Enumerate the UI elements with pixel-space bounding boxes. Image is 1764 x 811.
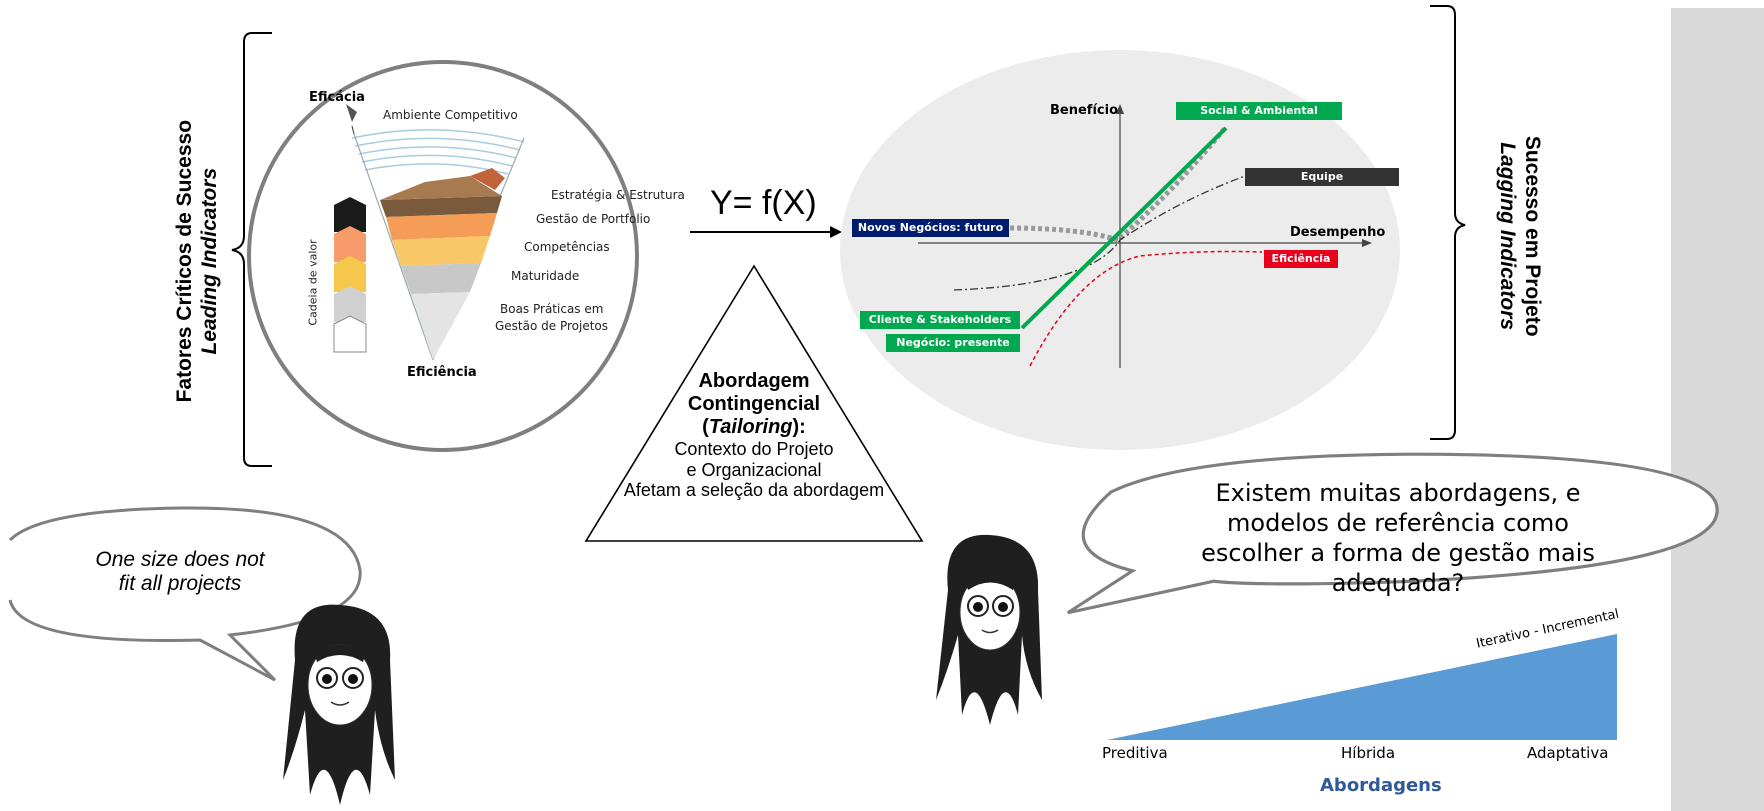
triangle-line5: e Organizacional: [686, 459, 822, 480]
tag-social: Social & Ambiental: [1176, 102, 1342, 120]
tag-novos: Novos Negócios: futuro: [852, 219, 1009, 237]
layer-label-portfolio: Gestão de Portfolio: [536, 212, 651, 226]
tag-negocio: Negócio: presente: [886, 334, 1020, 352]
triangle-line6: Afetam a seleção da abordagem: [623, 480, 885, 501]
triangle-line3: (Tailoring):: [594, 416, 914, 439]
curve-novos: [1009, 126, 1227, 243]
right-margin-strip-top: [1671, 0, 1764, 8]
left-brace: [231, 32, 272, 467]
right-bubble-line4: adequada?: [1331, 569, 1465, 597]
right-title: Sucesso em Projeto Lagging Indicators: [1495, 71, 1545, 401]
tag-equipe: Equipe: [1245, 168, 1399, 186]
triangle-line3-close: ):: [792, 416, 806, 438]
right-brace: [1430, 5, 1466, 440]
layer-strategy: [380, 196, 502, 217]
triangle-line1: Abordagem: [698, 370, 810, 392]
curve-eficiencia: [1029, 250, 1263, 367]
category-preditiva: Preditiva: [1102, 744, 1168, 762]
line-cliente: [1020, 126, 1228, 330]
cone-top-label: Eficácia: [309, 90, 365, 105]
category-adaptativa: Adaptativa: [1527, 744, 1609, 762]
y-axis-label: Benefício: [1050, 103, 1119, 118]
environment-label: Ambiente Competitivo: [383, 108, 518, 122]
tag-eficiencia: Eficiência: [1264, 250, 1338, 268]
cone-layers: [380, 168, 505, 360]
right-bubble-text: Existem muitas abordagens, e modelos de …: [1198, 478, 1598, 598]
x-axis-label: Desempenho: [1290, 225, 1386, 240]
right-bubble: [1066, 452, 1719, 615]
left-bubble-line2: fit all projects: [118, 572, 242, 595]
right-bubble-line1: Existem muitas abordagens, e: [1215, 479, 1581, 507]
triangle-line3-open: (: [702, 416, 709, 438]
layer-practices: [411, 292, 470, 360]
right-margin-strip: [1671, 0, 1764, 811]
right-bubble-line3: escolher a forma de gestão mais: [1201, 539, 1595, 567]
triangle-text: Abordagem Contingencial (Tailoring): Con…: [594, 370, 914, 501]
right-title-line1: Sucesso em Projeto: [1521, 135, 1545, 337]
triangle-line4: Contexto do Projeto: [674, 439, 834, 459]
cone-bottom-label: Eficiência: [407, 365, 477, 380]
left-bubble-line1: One size does not: [95, 548, 265, 571]
right-bubble-line2: modelos de referência como: [1227, 509, 1569, 537]
layer-competencies: [392, 236, 490, 266]
layer-label-practices-2: Gestão de Projetos: [495, 319, 609, 333]
left-bubble-text: One size does not fit all projects: [60, 548, 300, 596]
layer-label-competencies: Competências: [524, 240, 610, 254]
formula-label: Y= f(X): [710, 184, 817, 222]
tailoring-triangle: [584, 264, 924, 542]
category-hibrida: Híbrida: [1341, 744, 1396, 762]
left-title-line2: Leading Indicators: [198, 167, 221, 355]
layer-label-strategy: Estratégia & Estrutura: [551, 188, 685, 202]
tag-cliente: Cliente & Stakeholders: [860, 311, 1020, 329]
layer-maturity: [401, 263, 481, 294]
approaches-xlabel: Abordagens: [1320, 775, 1442, 796]
value-chain-label: Cadeia de valor: [306, 239, 320, 326]
left-title: Fatores Críticos de Sucesso Leading Indi…: [172, 96, 222, 426]
value-chain-chevrons: [333, 197, 367, 353]
layer-portfolio: [386, 213, 497, 240]
right-character-avatar: [936, 534, 1042, 725]
curve-equipe: [953, 175, 1246, 291]
left-character-avatar: [283, 604, 395, 805]
right-title-line2: Lagging Indicators: [1496, 142, 1519, 331]
left-title-line1: Fatores Críticos de Sucesso: [172, 119, 196, 403]
layer-label-maturity: Maturidade: [511, 269, 580, 283]
layer-label-practices-1: Boas Práticas em: [500, 302, 604, 316]
triangle-line3-italic: Tailoring: [708, 416, 793, 438]
left-bubble: [8, 506, 362, 682]
approaches-area: [1107, 634, 1617, 740]
triangle-line2: Contingencial: [687, 393, 821, 415]
